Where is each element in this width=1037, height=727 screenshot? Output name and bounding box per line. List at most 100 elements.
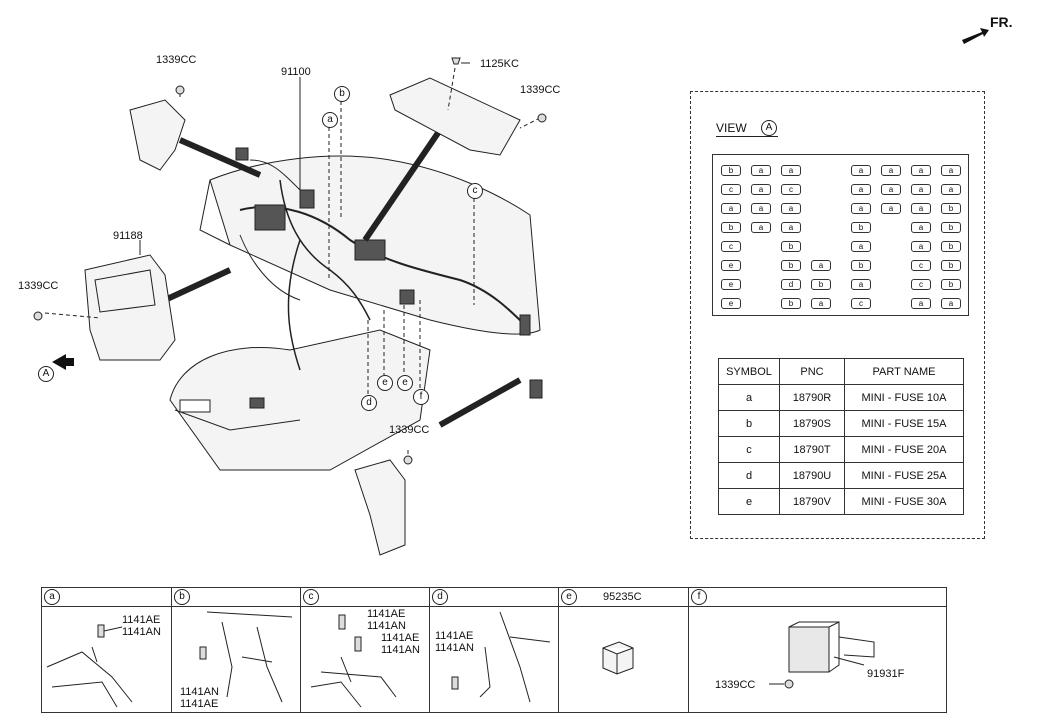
fuse-table-part-name: MINI - FUSE 15A <box>844 410 964 437</box>
fuse-c: c <box>911 279 931 290</box>
fuse-table-header-symbol: SYMBOL <box>718 358 780 385</box>
view-title-text: VIEW <box>716 121 747 135</box>
fuse-table-row: c 18790T MINI - FUSE 20A <box>718 436 964 463</box>
fuse-table-pnc: 18790U <box>779 462 845 489</box>
front-direction-arrow-icon <box>962 28 989 44</box>
detail-f-label-2: 91931F <box>867 668 905 680</box>
fuse-a: a <box>941 165 961 176</box>
fuse-b: b <box>721 165 741 176</box>
detail-e-part-number: 95235C <box>603 591 642 603</box>
harness-assembly-drawing <box>33 57 547 556</box>
fuse-a: a <box>781 203 801 214</box>
callout-b: b <box>334 86 350 102</box>
label-1339cc-bottom: 1339CC <box>389 424 430 436</box>
fuse-a: a <box>751 184 771 195</box>
fuse-a: a <box>851 203 871 214</box>
fuse-table-symbol: e <box>718 488 780 515</box>
fuse-a: a <box>781 222 801 233</box>
fuse-table-row: e 18790V MINI - FUSE 30A <box>718 488 964 515</box>
detail-c-label-1: 1141AE <box>367 608 406 620</box>
callout-e-2: e <box>397 375 413 391</box>
fuse-table-symbol: d <box>718 462 780 489</box>
label-1339cc-left: 1339CC <box>18 280 59 292</box>
fuse-table-pnc: 18790T <box>779 436 845 463</box>
detail-cell-e: e 95235C <box>559 588 689 712</box>
callout-d: d <box>361 395 377 411</box>
fuse-e: e <box>721 260 741 271</box>
detail-d-label-2: 1141AN <box>435 642 474 654</box>
fuse-c: c <box>721 241 741 252</box>
detail-cell-f: f 1339CC 91931F <box>689 588 946 712</box>
detail-views-table: a 1141AE 1141AN b 1141AN 1141AE c 1141AE… <box>41 587 947 713</box>
fuse-b: b <box>811 279 831 290</box>
detail-f-label-1: 1339CC <box>715 679 756 691</box>
fuse-c: c <box>721 184 741 195</box>
fuse-a: a <box>881 184 901 195</box>
fuse-b: b <box>941 260 961 271</box>
fuse-d: d <box>781 279 801 290</box>
fuse-table-header-row: SYMBOL PNC PART NAME <box>718 358 964 385</box>
fuse-a: a <box>751 222 771 233</box>
fuse-table-symbol: c <box>718 436 780 463</box>
fuse-a: a <box>851 184 871 195</box>
callout-f: f <box>413 389 429 405</box>
fuse-a: a <box>851 279 871 290</box>
detail-c-drawing <box>310 614 397 708</box>
detail-d-drawing <box>451 611 551 703</box>
fuse-a: a <box>721 203 741 214</box>
detail-c-label-2: 1141AN <box>367 620 406 632</box>
fuse-table-part-name: MINI - FUSE 30A <box>844 488 964 515</box>
detail-letter-e: e <box>561 589 577 605</box>
front-direction-label: FR. <box>990 14 1013 30</box>
fuse-table-header-pnc: PNC <box>779 358 845 385</box>
detail-c-label-4: 1141AN <box>381 644 420 656</box>
detail-cell-c: c 1141AE 1141AN 1141AE 1141AN <box>301 588 430 712</box>
fuse-a: a <box>941 184 961 195</box>
relay-icon <box>602 641 634 675</box>
fuse-b: b <box>851 222 871 233</box>
fuse-a: a <box>911 298 931 309</box>
fuse-table-part-name: MINI - FUSE 10A <box>844 384 964 411</box>
detail-cell-a: a 1141AE 1141AN <box>42 588 172 712</box>
fuse-b: b <box>941 222 961 233</box>
detail-letter-b: b <box>174 589 190 605</box>
fuse-a: a <box>751 165 771 176</box>
fuse-b: b <box>941 241 961 252</box>
fuse-table-row: d 18790U MINI - FUSE 25A <box>718 462 964 489</box>
fuse-table-row: b 18790S MINI - FUSE 15A <box>718 410 964 437</box>
fuse-a: a <box>751 203 771 214</box>
fuse-a: a <box>851 165 871 176</box>
detail-letter-d: d <box>432 589 448 605</box>
fuse-b: b <box>781 298 801 309</box>
detail-b-drawing <box>199 611 293 703</box>
detail-f-drawing <box>769 621 875 689</box>
detail-letter-c: c <box>303 589 319 605</box>
fuse-table-part-name: MINI - FUSE 25A <box>844 462 964 489</box>
fuse-table-pnc: 18790S <box>779 410 845 437</box>
fuse-a: a <box>811 298 831 309</box>
fuse-b: b <box>941 203 961 214</box>
fuse-b: b <box>941 279 961 290</box>
fuse-b: b <box>851 260 871 271</box>
detail-letter-a: a <box>44 589 60 605</box>
label-1125kc-bolt: 1125KC <box>480 58 519 70</box>
fuse-a: a <box>911 184 931 195</box>
fuse-c: c <box>911 260 931 271</box>
detail-c-label-3: 1141AE <box>381 632 420 644</box>
view-a-arrow-icon <box>52 354 74 370</box>
fuse-a: a <box>811 260 831 271</box>
fuse-e: e <box>721 279 741 290</box>
fuse-b: b <box>781 260 801 271</box>
fuse-a: a <box>911 165 931 176</box>
fuse-table-pnc: 18790R <box>779 384 845 411</box>
detail-d-label-1: 1141AE <box>435 630 474 642</box>
fuse-a: a <box>781 165 801 176</box>
callout-c: c <box>467 183 483 199</box>
fuse-a: a <box>851 241 871 252</box>
fuse-b: b <box>721 222 741 233</box>
detail-a-drawing <box>46 624 133 708</box>
fuse-b: b <box>781 241 801 252</box>
callout-e-1: e <box>377 375 393 391</box>
fuse-symbol-table: SYMBOL PNC PART NAME a 18790R MINI - FUS… <box>718 358 964 515</box>
